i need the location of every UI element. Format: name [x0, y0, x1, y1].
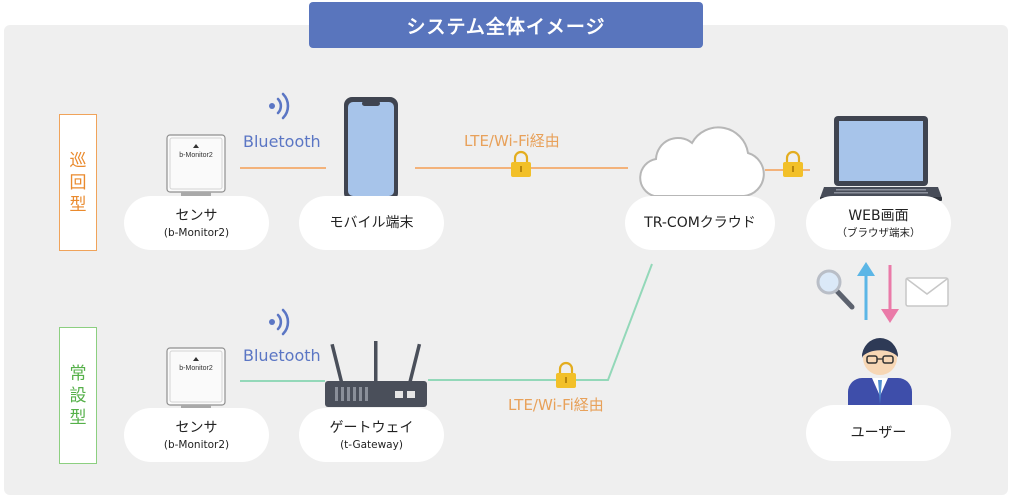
- lte-wifi-label: LTE/Wi-Fi経由: [464, 132, 560, 150]
- cloud-icon: [639, 126, 765, 197]
- node-name: TR-COMクラウド: [644, 215, 756, 231]
- node-mobile: モバイル端末: [299, 196, 444, 250]
- laptop-icon: [820, 116, 942, 201]
- arrow-up-icon: [857, 262, 875, 320]
- node-sensor-patrol: センサ (b-Monitor2): [124, 196, 269, 250]
- smartphone-icon: [344, 97, 398, 201]
- node-name: ユーザー: [850, 425, 907, 441]
- lock-icon: [556, 361, 576, 388]
- node-sub: (b-Monitor2): [163, 226, 230, 239]
- link-line-gateway-cloud: [428, 263, 653, 381]
- node-sub: （ブラウザ端末）: [836, 226, 921, 239]
- node-name: センサ: [175, 207, 218, 224]
- sensor-device-label: b-Monitor2: [179, 365, 213, 372]
- arrow-down-icon: [881, 265, 899, 323]
- bluetooth-label: Bluetooth: [243, 132, 321, 151]
- node-web: WEB画面 （ブラウザ端末）: [806, 196, 951, 250]
- node-sub: (b-Monitor2): [163, 438, 230, 451]
- lock-icon: [511, 150, 531, 177]
- bluetooth-signal-icon: [269, 92, 290, 120]
- diagram-title: システム全体イメージ: [309, 2, 703, 48]
- node-sub: (t-Gateway): [340, 438, 403, 451]
- node-user: ユーザー: [806, 405, 951, 461]
- router-icon: [325, 341, 427, 407]
- node-gateway: ゲートウェイ (t-Gateway): [299, 408, 444, 462]
- magnifier-icon: [816, 269, 855, 310]
- node-sensor-fixed: センサ (b-Monitor2): [124, 408, 269, 462]
- row-label-fixed: 常設型: [59, 327, 97, 464]
- lte-wifi-label: LTE/Wi-Fi経由: [508, 396, 604, 414]
- node-name: モバイル端末: [329, 215, 414, 231]
- user-avatar-icon: [848, 338, 912, 413]
- node-name: WEB画面: [848, 207, 909, 224]
- bluetooth-label: Bluetooth: [243, 346, 321, 365]
- node-cloud: TR-COMクラウド: [625, 196, 775, 250]
- sensor-device-icon: b-Monitor2: [166, 134, 226, 205]
- node-name: ゲートウェイ: [329, 419, 414, 436]
- sensor-device-label: b-Monitor2: [179, 152, 213, 159]
- node-name: センサ: [175, 419, 218, 436]
- row-label-patrol: 巡回型: [59, 114, 97, 251]
- mail-icon: [905, 277, 949, 307]
- lock-icon: [783, 150, 803, 177]
- bluetooth-signal-icon: [269, 308, 290, 336]
